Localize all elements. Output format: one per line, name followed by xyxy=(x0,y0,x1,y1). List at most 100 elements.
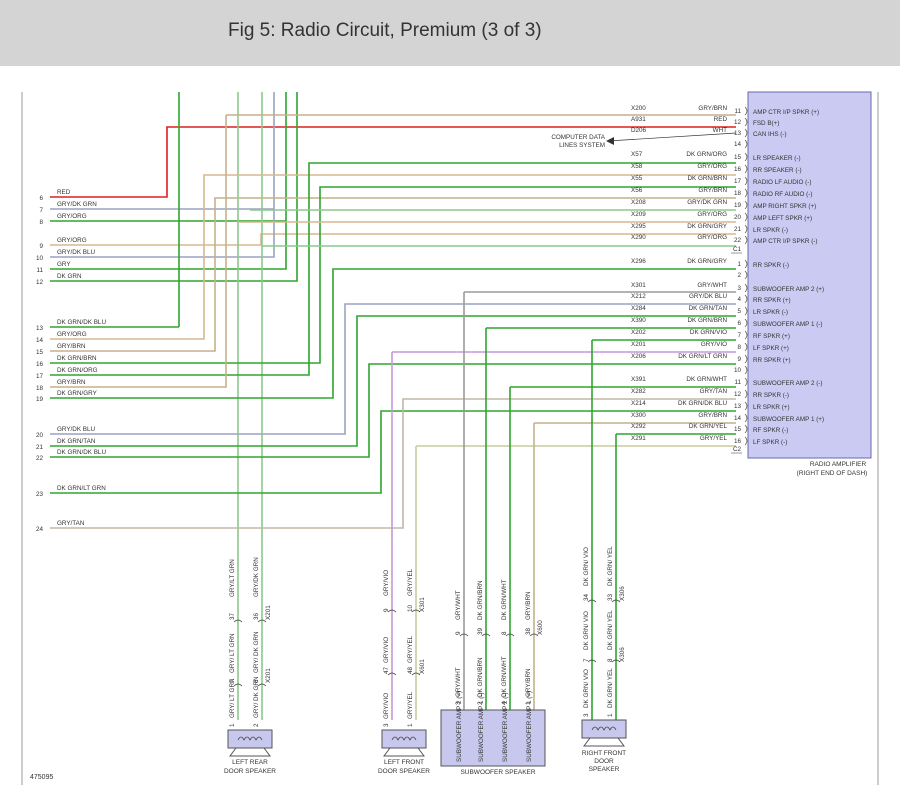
pin-number: 2 xyxy=(477,701,484,705)
wire-color-label: GRY/BRN xyxy=(698,187,727,194)
wire-color-label: GRY/DK GRN xyxy=(687,199,727,206)
amplifier-pin-number: 6 xyxy=(737,320,741,327)
amplifier-location: (RIGHT END OF DASH) xyxy=(797,470,868,477)
pin-chevron xyxy=(744,259,748,269)
left-wire-color: GRY/TAN xyxy=(57,520,85,527)
wire-color-label: WHT xyxy=(713,127,727,134)
circuit-number: X296 xyxy=(631,258,646,265)
circuit-number: X57 xyxy=(631,151,643,158)
circuit-number: X201 xyxy=(631,341,646,348)
circuit-number: X209 xyxy=(631,211,646,218)
left-wire-color: DK GRN xyxy=(57,273,82,280)
left-pin-number: 20 xyxy=(36,432,44,439)
left-pin-number: 17 xyxy=(36,373,44,380)
connector-splice-icon xyxy=(257,619,267,623)
computer-data-label-2: LINES SYSTEM xyxy=(559,142,605,149)
amplifier-body xyxy=(747,91,872,459)
wire-color-vertical: GRY/ DK GRN xyxy=(253,631,260,673)
wire-color-label: GRY/BRN xyxy=(698,412,727,419)
wire-color-label: GRY/YEL xyxy=(700,435,728,442)
amplifier-pin-number: 21 xyxy=(734,226,742,233)
amplifier-pin-function: AMP RIGHT SPKR (+) xyxy=(753,203,816,210)
left-pin-number: 13 xyxy=(36,325,44,332)
pin-chevron xyxy=(744,330,748,340)
pin-number: 36 xyxy=(253,612,260,620)
wire-dkgrn-12 xyxy=(50,92,298,282)
left-pin-number: 10 xyxy=(36,255,44,262)
circuit-number: X284 xyxy=(631,305,646,312)
left-rear-speaker-icon xyxy=(227,729,273,757)
wire-color-vertical: GRY/BRN xyxy=(525,591,532,620)
wire-color-vertical: DK GRN/ VIO xyxy=(583,547,590,586)
connector-splice-icon xyxy=(387,609,397,613)
wire-color-vertical: DK GRN/ VIO xyxy=(583,669,590,708)
pin-number: 3 xyxy=(583,713,590,717)
pin-number: 9 xyxy=(383,608,390,612)
amplifier-pin-number: 9 xyxy=(737,356,741,363)
wire-19 xyxy=(50,268,736,399)
wire-color-label: GRY/ORG xyxy=(697,163,727,170)
pin-chevron xyxy=(744,436,748,446)
left-pin-number: 18 xyxy=(36,385,44,392)
amplifier-pin-number: 5 xyxy=(737,308,741,315)
pin-number: 9 xyxy=(455,631,462,635)
wire-color-label: DK GRN/BRN xyxy=(687,317,727,324)
speaker-label: SUBWOOFER SPEAKER xyxy=(460,769,535,776)
pin-number: 38 xyxy=(525,627,532,635)
wire-color-label: GRY/BRN xyxy=(698,105,727,112)
pin-chevron xyxy=(744,200,748,210)
pin-number: 3 xyxy=(383,723,390,727)
amplifier-pin-function: LF SPKR (-) xyxy=(753,439,787,446)
wire-color-vertical: DK GRN/WHT xyxy=(501,579,508,620)
amplifier-pin-function: LR SPKR (-) xyxy=(753,227,788,234)
pin-number: 7 xyxy=(583,658,590,662)
circuit-vertical: X306 xyxy=(619,647,626,662)
diagram-frame xyxy=(21,92,879,785)
circuit-number: X55 xyxy=(631,175,643,182)
circuit-number: X214 xyxy=(631,400,646,407)
left-pin-number: 16 xyxy=(36,361,44,368)
pin-number: 1 xyxy=(407,723,414,727)
pin-number: 37 xyxy=(229,612,236,620)
connector-splice-icon xyxy=(411,609,421,613)
wire-color-label: GRY/DK BLU xyxy=(689,293,727,300)
wire-color-label: GRY/ORG xyxy=(697,211,727,218)
computer-data-label: COMPUTER DATA xyxy=(551,134,605,141)
left-pin-number: 19 xyxy=(36,396,44,403)
wire-color-vertical: DK GRN/WHT xyxy=(501,656,508,697)
amplifier-pin-number: 4 xyxy=(737,296,741,303)
left-pin-number: 11 xyxy=(36,267,43,274)
circuit-number: X290 xyxy=(631,234,646,241)
connector-splice-icon xyxy=(459,633,469,637)
amplifier-pin-number: 20 xyxy=(734,214,742,221)
wire-color-label: DK GRN/ORG xyxy=(686,151,727,158)
wire-color-vertical: GRY/YEL xyxy=(407,568,414,596)
amplifier-pin-number: 12 xyxy=(734,391,742,398)
wire-17 xyxy=(50,162,736,376)
circuit-vertical: X601 xyxy=(419,659,426,674)
amplifier-label: RADIO AMPLIFIER xyxy=(810,461,867,468)
wire-21 xyxy=(50,315,736,447)
amplifier-pin-number: 10 xyxy=(734,367,742,374)
wire-gry-11 xyxy=(50,221,287,270)
circuit-number: X202 xyxy=(631,329,646,336)
left-pin-number: 14 xyxy=(36,337,44,344)
circuit-number: X58 xyxy=(631,163,643,170)
wire-color-label: DK GRN/TAN xyxy=(689,305,728,312)
wire-color-label: GRY/WHT xyxy=(697,282,727,289)
circuit-vertical: X301 xyxy=(419,597,426,612)
amplifier-pin-number: 19 xyxy=(734,202,742,209)
left-pin-number: 24 xyxy=(36,526,44,533)
pin-chevron xyxy=(744,377,748,387)
left-wire-color: GRY/ORG xyxy=(57,331,87,338)
left-pin-number: 9 xyxy=(39,243,43,250)
speaker-layer xyxy=(227,599,627,767)
circuit-vertical: X600 xyxy=(537,620,544,635)
left-wire-color: GRY/BRN xyxy=(57,379,86,386)
pin-number: 39 xyxy=(477,627,484,635)
pin-number: 48 xyxy=(407,666,414,674)
wire-color-label: RED xyxy=(714,116,728,123)
speaker-label: LEFT FRONT xyxy=(384,759,424,766)
wire-color-label: GRY/TAN xyxy=(700,388,728,395)
amplifier-pin-number: 11 xyxy=(734,379,741,386)
